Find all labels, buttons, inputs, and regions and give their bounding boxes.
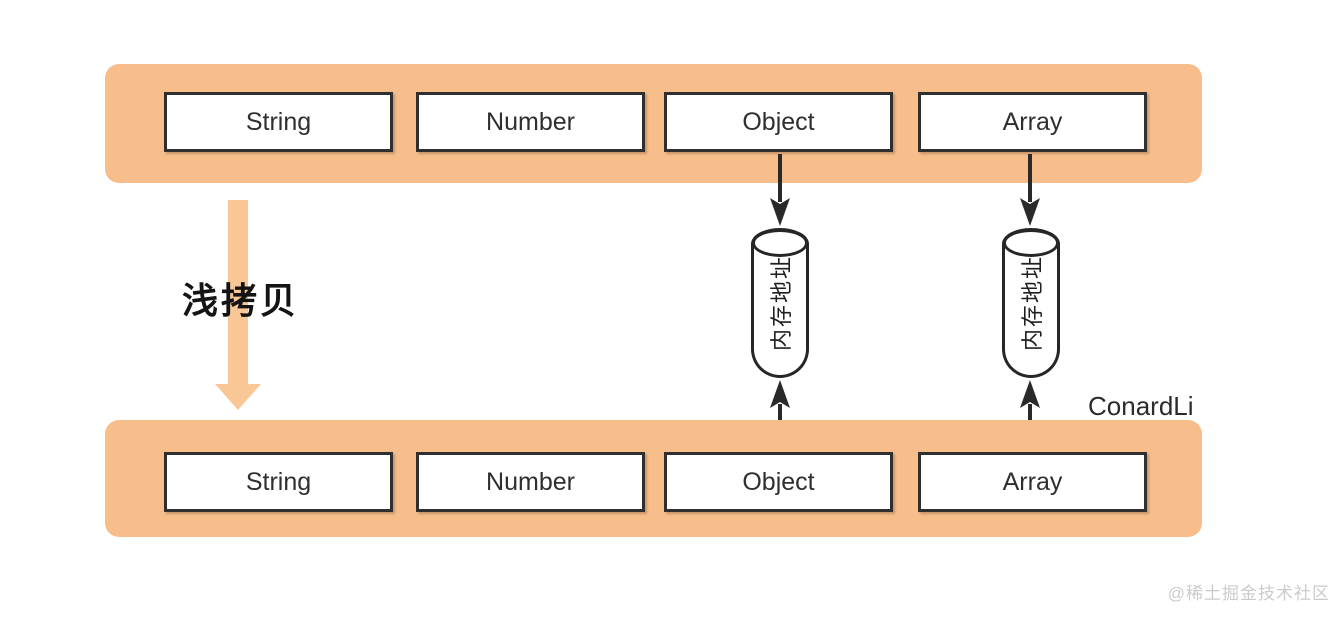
- copy-array-box: Array: [918, 452, 1147, 512]
- original-object-box: Object: [664, 92, 893, 152]
- shallow-copy-arrow-head: [215, 384, 261, 410]
- copy-number-label: Number: [486, 467, 575, 496]
- original-number-label: Number: [486, 107, 575, 136]
- cylinder-top-ellipse: [1003, 229, 1059, 257]
- original-types-bar: String Number Object Array: [105, 64, 1202, 183]
- author-credit: ConardLi: [1088, 391, 1194, 421]
- original-number-box: Number: [416, 92, 645, 152]
- watermark: @稀土掘金技术社区: [1167, 584, 1330, 603]
- shallow-copy-arrow-shaft: [228, 200, 248, 385]
- original-object-label: Object: [742, 107, 815, 136]
- memory-address-label-right: 内存地址: [1020, 254, 1046, 352]
- memory-address-cylinder-object: 内存地址: [751, 228, 809, 378]
- copied-types-bar: String Number Object Array: [105, 420, 1202, 537]
- cylinder-top-ellipse: [752, 229, 808, 257]
- shallow-copy-label: 浅拷贝: [182, 280, 300, 321]
- copy-string-box: String: [164, 452, 393, 512]
- copy-string-label: String: [245, 467, 312, 496]
- copy-object-box: Object: [664, 452, 893, 512]
- memory-address-label-left: 内存地址: [769, 254, 795, 352]
- original-string-box: String: [164, 92, 393, 152]
- copy-number-box: Number: [416, 452, 645, 512]
- copy-object-label: Object: [742, 467, 815, 496]
- original-array-label: Array: [1002, 107, 1063, 136]
- memory-address-cylinder-array: 内存地址: [1002, 228, 1060, 378]
- copy-array-label: Array: [1002, 467, 1063, 496]
- original-string-label: String: [245, 107, 312, 136]
- original-array-box: Array: [918, 92, 1147, 152]
